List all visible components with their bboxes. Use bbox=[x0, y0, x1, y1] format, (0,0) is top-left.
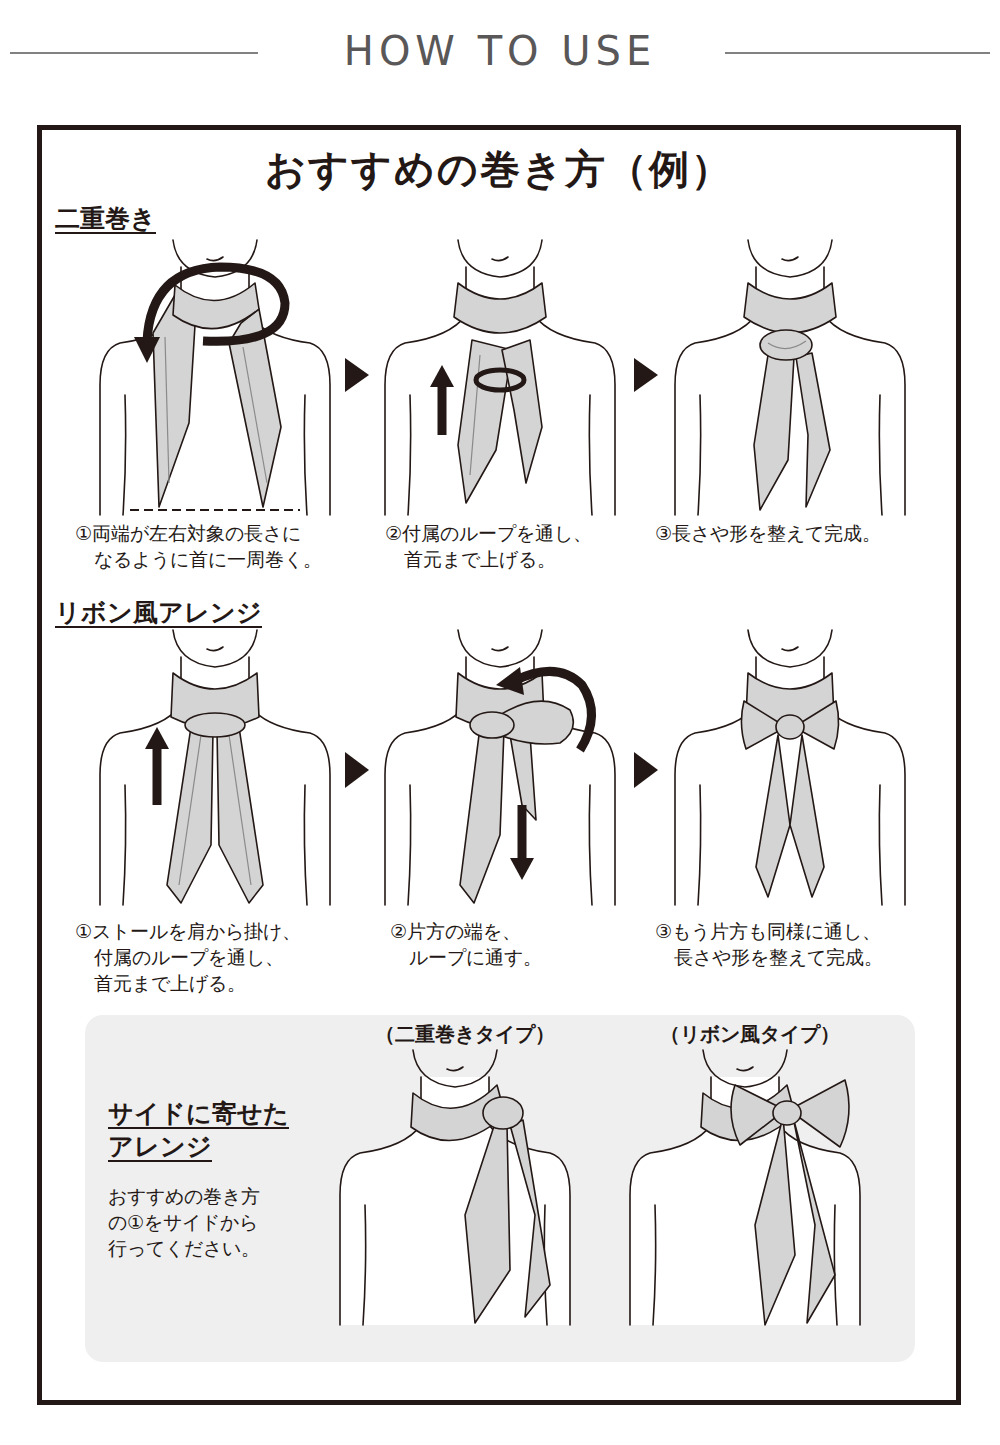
step-caption: ③長さや形を整えて完成。 bbox=[655, 520, 881, 546]
figure-side-wrap-part bbox=[483, 1097, 523, 1129]
figure-side-wrap bbox=[340, 1050, 570, 1325]
figure-wrap-step3-part bbox=[675, 240, 905, 515]
figure-side-ribbon-part bbox=[755, 1117, 795, 1325]
figure-side-ribbon bbox=[630, 1050, 860, 1325]
step-arrow bbox=[634, 752, 658, 788]
figure-wrap-step3-part bbox=[768, 341, 806, 349]
figure-ribbon-step2-part bbox=[514, 671, 592, 750]
section-title: おすすめの巻き方（例） bbox=[37, 145, 961, 193]
figure-wrap-step2-part bbox=[476, 370, 524, 390]
figure-wrap-step1-part bbox=[173, 283, 259, 329]
figure-ribbon-step1-part bbox=[217, 727, 263, 903]
figure-ribbon-step1-part bbox=[179, 735, 201, 885]
figure-wrap-step1-part bbox=[100, 240, 330, 515]
figure-ribbon-step2 bbox=[385, 630, 615, 905]
step-caption: ②付属のループを通し、 首元まで上げる。 bbox=[385, 520, 592, 572]
figure-wrap-step1-part bbox=[165, 337, 169, 483]
figure-ribbon-step1-part bbox=[185, 713, 245, 737]
figure-side-wrap-part bbox=[465, 1123, 510, 1323]
step-caption: ①両端が左右対象の長さに なるように首に一周巻く。 bbox=[75, 520, 322, 572]
step-arrow bbox=[345, 358, 369, 392]
figure-ribbon-step2-part bbox=[460, 727, 504, 903]
type-label: （二重巻きタイプ） bbox=[375, 1022, 555, 1046]
frame-outline bbox=[40, 128, 959, 1403]
panel-heading: サイドに寄せた アレンジ bbox=[108, 1097, 289, 1163]
figure-ribbon-step3-part bbox=[776, 715, 804, 739]
section-heading: 二重巻き bbox=[55, 203, 156, 236]
figure-ribbon-step1 bbox=[100, 630, 330, 905]
figure-wrap-step1-part bbox=[243, 347, 267, 483]
section-heading: リボン風アレンジ bbox=[55, 597, 262, 630]
figure-wrap-step3-part bbox=[744, 283, 836, 333]
figure-ribbon-step2-part bbox=[518, 805, 527, 860]
figure-wrap-step2-part bbox=[454, 283, 546, 333]
figure-ribbon-step2-part bbox=[510, 858, 534, 880]
panel-body: おすすめの巻き方 の①をサイドから 行ってください。 bbox=[108, 1183, 260, 1262]
figure-ribbon-step2-part bbox=[470, 712, 514, 738]
figure-wrap-step3-part bbox=[754, 355, 794, 510]
figure-ribbon-step3-part bbox=[675, 630, 905, 905]
step-caption: ②片方の端を、 ループに通す。 bbox=[390, 918, 542, 970]
figure-wrap-step3 bbox=[675, 240, 905, 515]
figure-wrap-step2-part bbox=[385, 240, 615, 515]
frame-box: おすすめの巻き方（例） サイドに寄せた アレンジおすすめの巻き方 の①をサイドから… bbox=[37, 125, 969, 1405]
figure-wrap-step2-part bbox=[430, 365, 454, 387]
figure-side-wrap-part bbox=[340, 1050, 570, 1325]
figure-side-ribbon-part bbox=[773, 1101, 801, 1125]
figure-side-ribbon-part bbox=[793, 1117, 835, 1323]
step-caption: ①ストールを肩から掛け、 付属のループを通し、 首元まで上げる。 bbox=[75, 918, 301, 997]
figure-ribbon-step1-part bbox=[229, 735, 251, 885]
figure-ribbon-step1-part bbox=[153, 747, 162, 805]
figure-wrap-step2-part bbox=[438, 385, 447, 435]
figure-wrap-step3-part bbox=[796, 353, 830, 507]
header-rule bbox=[725, 52, 990, 54]
page-title: HOW TO USE bbox=[0, 28, 1000, 74]
step-arrow bbox=[345, 752, 369, 788]
figure-ribbon-step1-part bbox=[100, 630, 330, 905]
figure-wrap-step2 bbox=[385, 240, 615, 515]
figure-ribbon-step3-part bbox=[790, 735, 824, 897]
figure-wrap-step1-part bbox=[153, 295, 195, 507]
figure-wrap-step2-part bbox=[458, 340, 512, 503]
figure-ribbon-step1-part bbox=[145, 727, 169, 749]
figure-ribbon-step3 bbox=[675, 630, 905, 905]
figure-ribbon-step2-part bbox=[385, 630, 615, 905]
figure-side-wrap-part bbox=[510, 1120, 550, 1317]
figure-ribbon-step1-part bbox=[167, 727, 213, 903]
step-arrow bbox=[634, 358, 658, 392]
figure-ribbon-step3-part bbox=[756, 735, 790, 897]
figure-wrap-step1-part bbox=[130, 509, 300, 511]
figure-wrap-step1 bbox=[100, 240, 330, 515]
figure-wrap-step1-part bbox=[147, 267, 285, 341]
figure-wrap-step1-part bbox=[134, 337, 160, 363]
figure-wrap-step3-part bbox=[760, 330, 812, 360]
step-caption: ③もう片方も同様に通し、 長さや形を整えて完成。 bbox=[655, 918, 883, 970]
type-label: （リボン風タイプ） bbox=[660, 1022, 840, 1046]
header-rule bbox=[10, 52, 258, 54]
figure-ribbon-step2-part bbox=[496, 667, 524, 695]
figure-wrap-step2-part bbox=[502, 340, 542, 483]
panel-ground bbox=[85, 1015, 915, 1362]
figure-side-ribbon-part bbox=[630, 1050, 860, 1325]
side-panel: サイドに寄せた アレンジおすすめの巻き方 の①をサイドから 行ってください。 bbox=[85, 1015, 915, 1362]
